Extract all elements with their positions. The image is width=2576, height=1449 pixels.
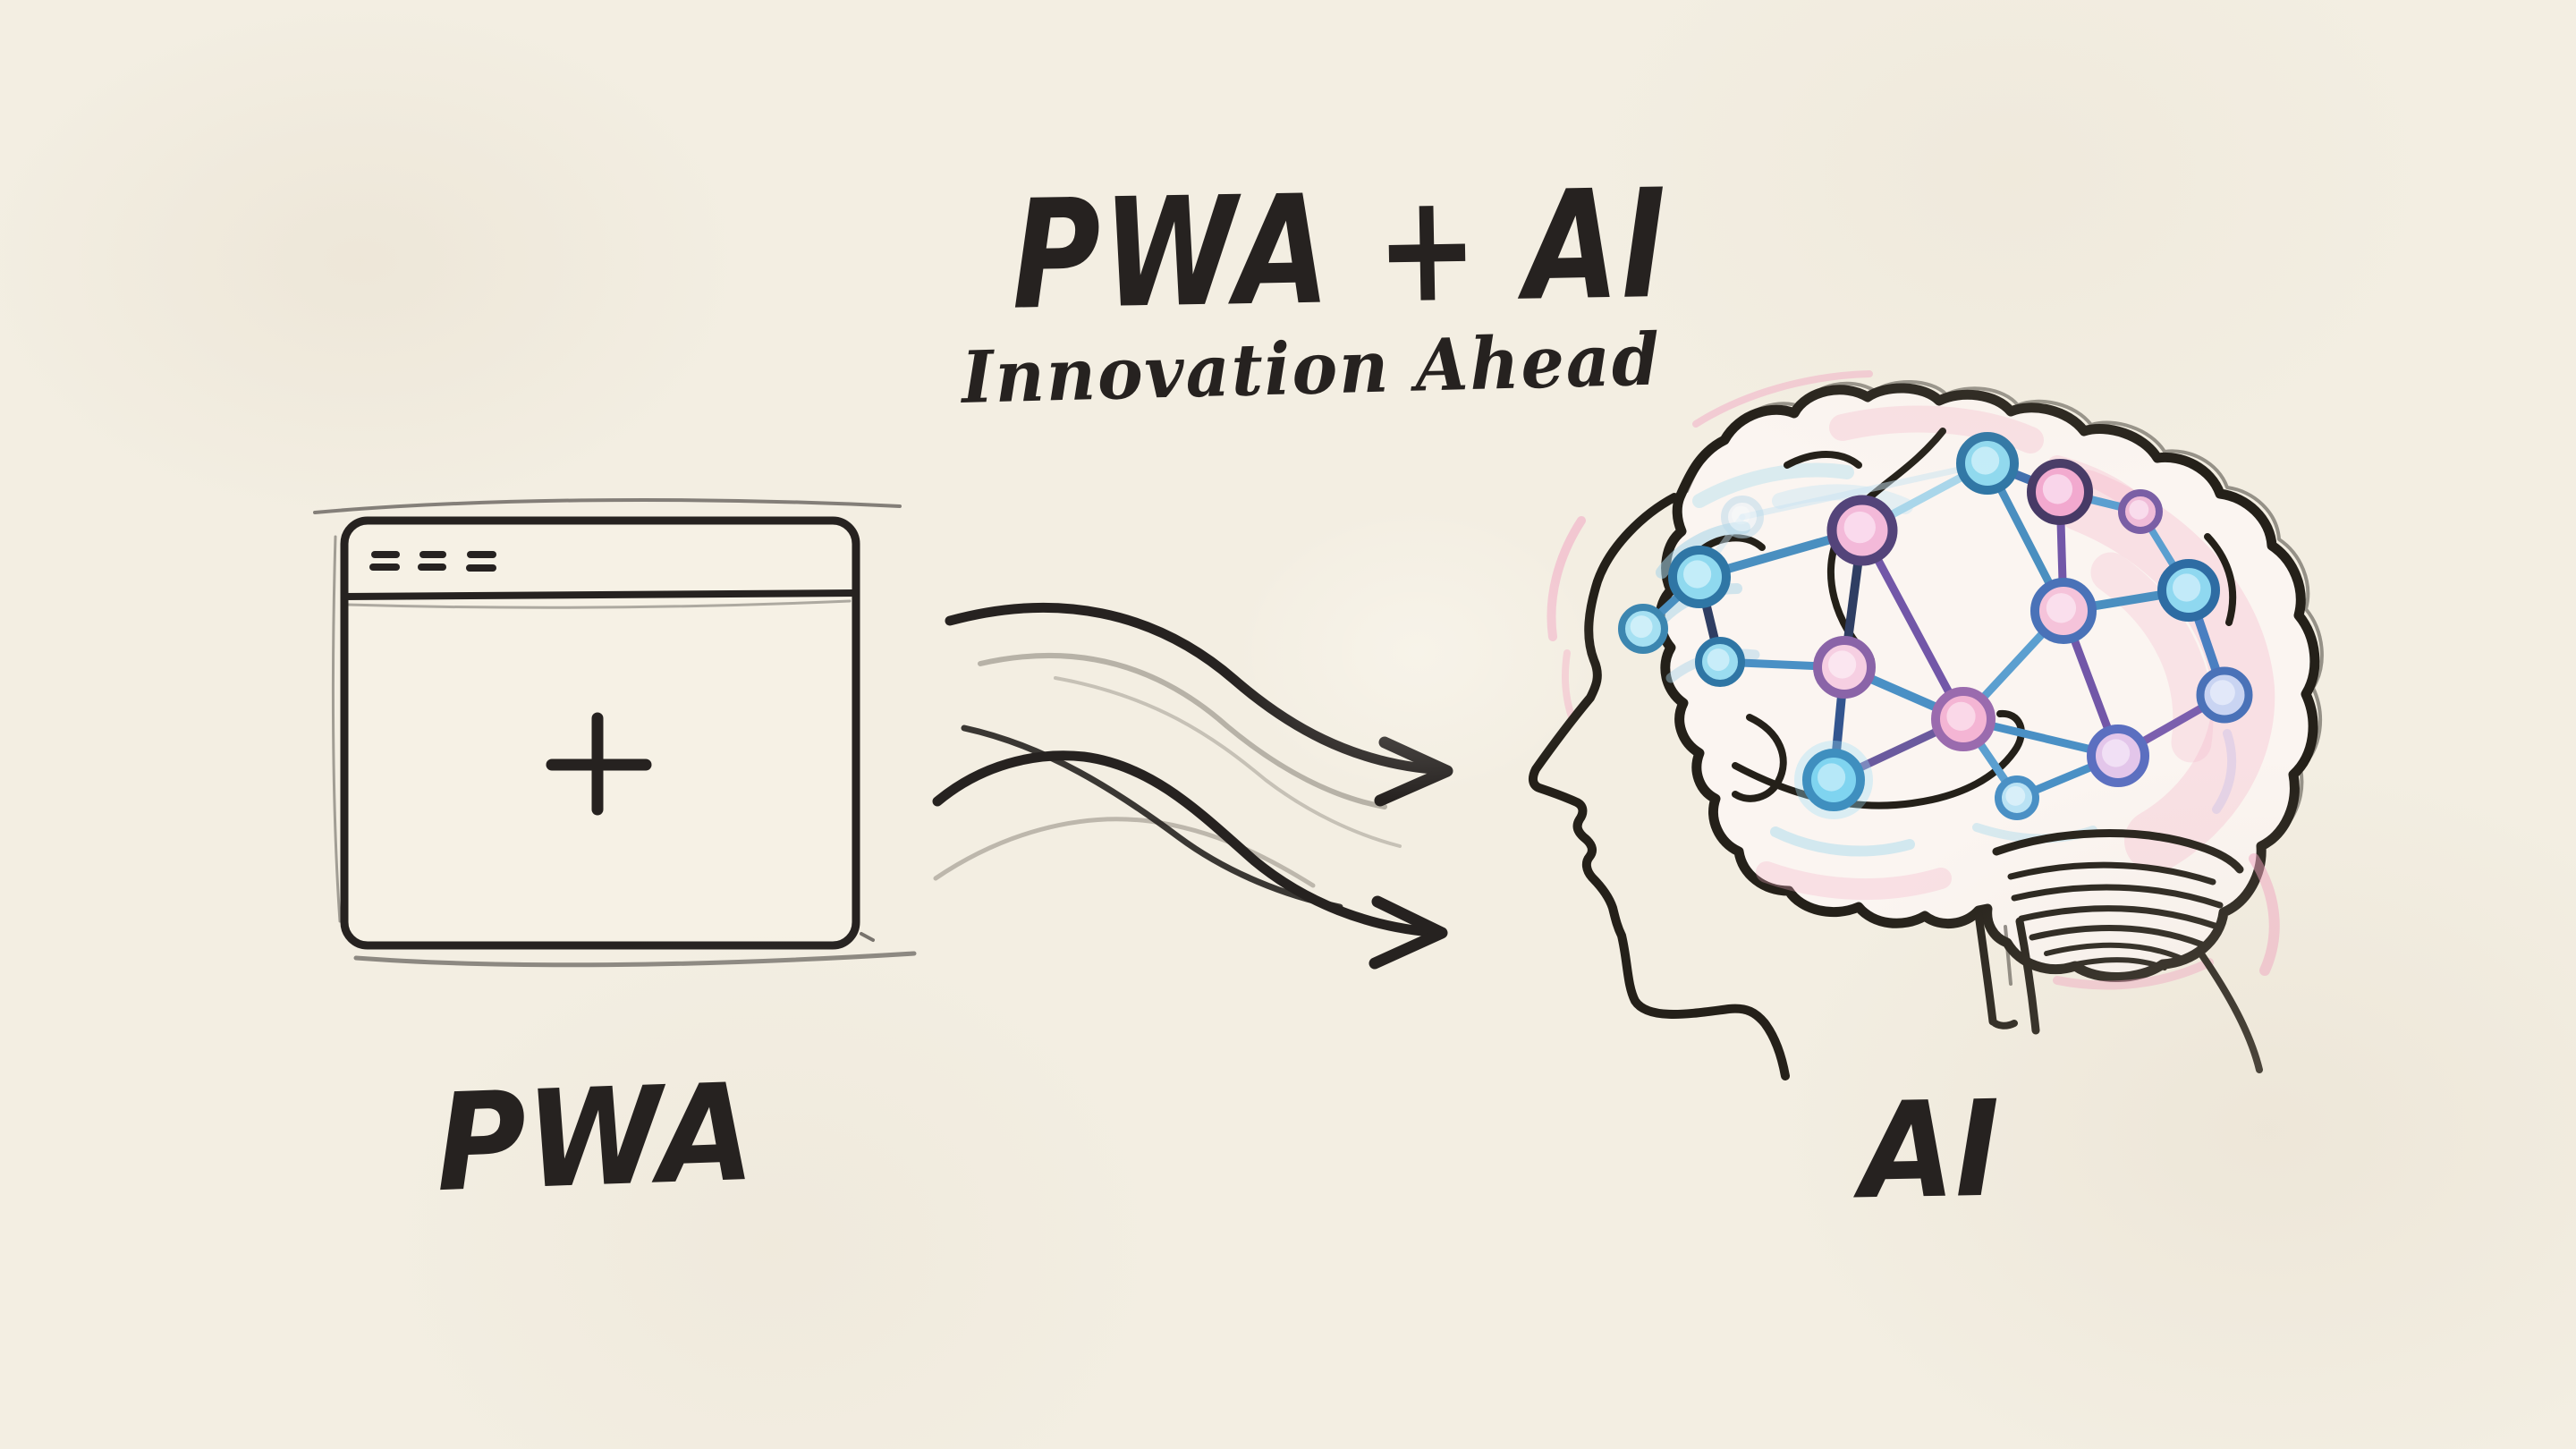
neural-node bbox=[2196, 666, 2253, 724]
neural-node bbox=[1995, 775, 2039, 820]
neural-node bbox=[2118, 489, 2163, 534]
brain-outline-sketch bbox=[1685, 380, 2324, 842]
lower-arrowhead bbox=[1368, 895, 1448, 970]
window-sketch-stroke bbox=[313, 497, 902, 514]
page-title: PWA + AI bbox=[1010, 156, 1671, 343]
neural-node bbox=[1618, 604, 1668, 654]
flow-curve-gray bbox=[1054, 676, 1402, 848]
browser-window-icon bbox=[313, 497, 917, 968]
flow-curve-gray bbox=[933, 817, 1316, 888]
flow-curve-gray bbox=[978, 652, 1387, 809]
neural-node bbox=[2030, 578, 2097, 644]
brain-stem bbox=[1974, 910, 2040, 1035]
pwa-label: PWA bbox=[433, 1055, 757, 1223]
neural-node bbox=[1813, 636, 1876, 699]
neural-node bbox=[1668, 546, 1731, 608]
window-sketch-stroke bbox=[331, 535, 342, 923]
window-sketch-stroke bbox=[860, 932, 875, 942]
neck-line bbox=[2199, 952, 2263, 1073]
flow-curve-dark bbox=[961, 724, 1343, 911]
neural-node bbox=[2087, 724, 2149, 787]
neural-edge bbox=[1858, 526, 1968, 724]
plus-icon bbox=[546, 712, 652, 816]
neural-edge bbox=[1739, 460, 1991, 521]
neural-node bbox=[2027, 459, 2093, 525]
neural-node bbox=[1826, 495, 1898, 566]
window-toolbar-line bbox=[341, 589, 860, 600]
window-sketch-stroke bbox=[353, 951, 917, 968]
cerebellum bbox=[1992, 829, 2244, 970]
face-profile bbox=[1528, 493, 1790, 1080]
neural-node bbox=[1721, 496, 1764, 538]
neural-node bbox=[1956, 432, 2019, 495]
neural-node bbox=[1695, 637, 1745, 687]
window-sketch-stroke bbox=[345, 599, 852, 609]
neural-network-nodes bbox=[1618, 432, 2253, 820]
upper-arrowhead bbox=[1374, 736, 1453, 807]
neural-node bbox=[1931, 687, 1996, 751]
page-subtitle: Innovation Ahead bbox=[960, 317, 1663, 419]
window-menu-icon bbox=[369, 551, 496, 572]
ai-label: AI bbox=[1859, 1072, 2002, 1229]
flow-arrows-icon bbox=[932, 602, 1453, 970]
neural-node bbox=[1794, 741, 1873, 819]
upper-arrow bbox=[945, 602, 1453, 807]
lower-arrow bbox=[932, 750, 1448, 970]
neural-node bbox=[2157, 559, 2220, 622]
